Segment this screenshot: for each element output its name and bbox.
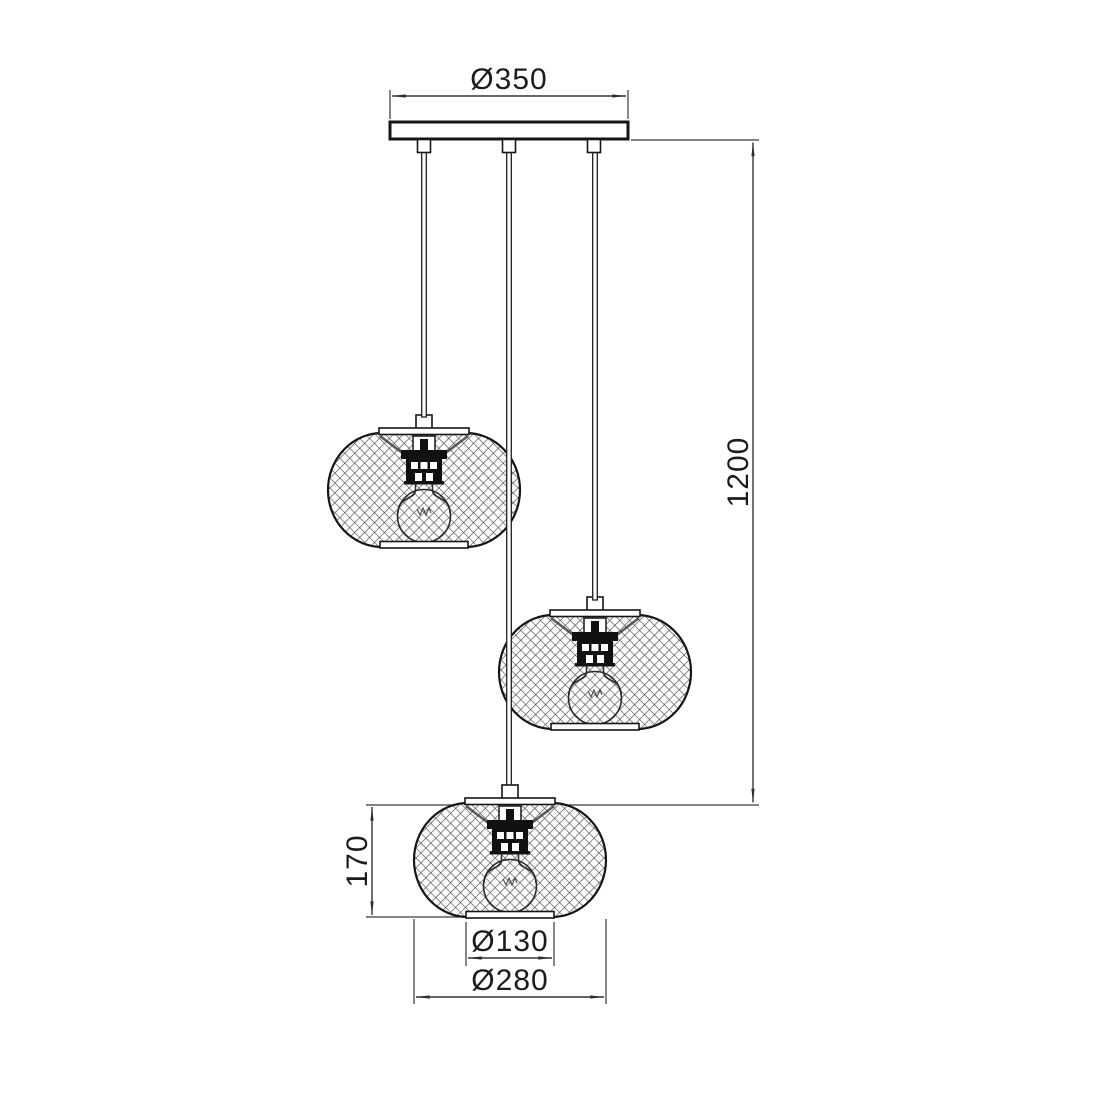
pendant-lamp-2	[497, 595, 693, 732]
canopy-grip-1	[416, 138, 432, 154]
drop-height-label: 1200	[722, 437, 755, 508]
dimension-shade-height: 170	[341, 807, 462, 918]
shade-height-label: 170	[341, 834, 374, 887]
dimension-opening-diameter: Ø130	[465, 922, 555, 966]
canopy-grip-3	[586, 138, 602, 154]
opening-diameter-label: Ø130	[471, 925, 548, 958]
dimension-canopy-diameter: Ø350	[389, 63, 629, 119]
cord-1	[421, 150, 427, 418]
dimension-shade-diameter: Ø280	[413, 919, 607, 1004]
canopy-diameter-label: Ø350	[470, 63, 547, 96]
cord-2	[506, 150, 512, 789]
ceiling-canopy	[388, 120, 630, 141]
dimension-drop-height: 1200	[366, 139, 759, 806]
shade-diameter-label: Ø280	[471, 964, 548, 997]
cord-3	[592, 150, 598, 601]
canopy-grip-2	[501, 138, 517, 154]
pendant-lamp-1	[326, 413, 522, 550]
canopy-cord-grips	[416, 138, 602, 154]
